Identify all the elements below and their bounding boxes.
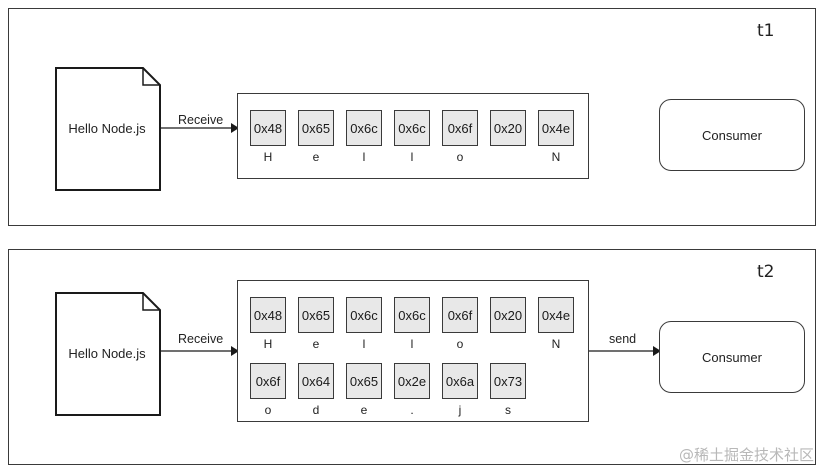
byte-cell: 0x4e N — [538, 110, 576, 164]
receive-arrow — [161, 123, 239, 133]
byte-char: o — [456, 337, 464, 351]
byte-hex: 0x6c — [346, 297, 382, 333]
byte-char: e — [312, 337, 320, 351]
document-text: Hello Node.js — [68, 121, 146, 136]
watermark: @稀土掘金技术社区 — [678, 446, 814, 464]
buffer: 0x48 H 0x65 e 0x6c l 0x6c l 0x6f o 0x20 … — [237, 93, 589, 179]
byte-hex: 0x65 — [298, 110, 334, 146]
receive-arrow — [161, 346, 239, 356]
byte-hex: 0x6c — [394, 297, 430, 333]
panel-t2: t2 Hello Node.js Receive 0x48 H 0x65 e 0… — [8, 249, 816, 465]
byte-hex: 0x6f — [442, 297, 478, 333]
byte-hex: 0x65 — [346, 363, 382, 399]
time-label: t2 — [757, 262, 775, 282]
byte-cell: 0x65 e — [346, 363, 384, 417]
byte-hex: 0x65 — [298, 297, 334, 333]
byte-cell: 0x48 H — [250, 110, 288, 164]
consumer-box: Consumer — [659, 99, 805, 171]
receive-label: Receive — [178, 113, 224, 127]
byte-char: N — [551, 150, 561, 164]
document-icon: Hello Node.js — [55, 67, 161, 191]
byte-hex: 0x48 — [250, 110, 286, 146]
byte-cell: 0x6c l — [394, 110, 432, 164]
document-icon: Hello Node.js — [55, 292, 161, 416]
document-text: Hello Node.js — [68, 346, 146, 361]
byte-hex: 0x6f — [442, 110, 478, 146]
byte-char: H — [263, 150, 273, 164]
byte-char: N — [551, 337, 561, 351]
byte-char: . — [410, 403, 414, 417]
byte-cell: 0x65 e — [298, 110, 336, 164]
byte-cell: 0x6f o — [250, 363, 288, 417]
byte-cell: 0x6c l — [346, 110, 384, 164]
byte-char: e — [312, 150, 320, 164]
byte-cell: 0x48 H — [250, 297, 288, 351]
byte-char: d — [312, 403, 320, 417]
receive-label: Receive — [178, 332, 224, 346]
byte-cell: 0x64 d — [298, 363, 336, 417]
time-label: t1 — [757, 21, 775, 41]
byte-char: o — [264, 403, 272, 417]
byte-cell: 0x65 e — [298, 297, 336, 351]
buffer: 0x48 H 0x65 e 0x6c l 0x6c l 0x6f o 0x20 … — [237, 280, 589, 422]
byte-char: e — [360, 403, 368, 417]
byte-hex: 0x6c — [346, 110, 382, 146]
byte-cell: 0x6a j — [442, 363, 480, 417]
byte-cell: 0x4e N — [538, 297, 576, 351]
byte-cell: 0x20 — [490, 110, 528, 150]
byte-cell: 0x6f o — [442, 297, 480, 351]
byte-hex: 0x4e — [538, 110, 574, 146]
byte-char: j — [458, 403, 462, 417]
send-arrow — [589, 346, 661, 356]
send-label: send — [609, 332, 637, 346]
byte-cell: 0x6c l — [346, 297, 384, 351]
byte-cell: 0x6f o — [442, 110, 480, 164]
byte-hex: 0x20 — [490, 297, 526, 333]
byte-hex: 0x6f — [250, 363, 286, 399]
byte-char: o — [456, 150, 464, 164]
byte-char: l — [362, 337, 366, 351]
byte-char: l — [410, 150, 414, 164]
byte-cell: 0x6c l — [394, 297, 432, 351]
byte-char: s — [505, 403, 511, 417]
byte-char: H — [263, 337, 273, 351]
byte-char: l — [362, 150, 366, 164]
byte-cell: 0x20 — [490, 297, 528, 337]
panel-t1: t1 Hello Node.js Receive 0x48 H 0x65 e 0… — [8, 8, 816, 226]
byte-hex: 0x6a — [442, 363, 478, 399]
byte-cell: 0x2e . — [394, 363, 432, 417]
byte-hex: 0x4e — [538, 297, 574, 333]
byte-hex: 0x6c — [394, 110, 430, 146]
byte-char: l — [410, 337, 414, 351]
byte-hex: 0x73 — [490, 363, 526, 399]
consumer-box: Consumer — [659, 321, 805, 393]
byte-cell: 0x73 s — [490, 363, 528, 417]
byte-hex: 0x64 — [298, 363, 334, 399]
byte-hex: 0x48 — [250, 297, 286, 333]
byte-hex: 0x20 — [490, 110, 526, 146]
byte-hex: 0x2e — [394, 363, 430, 399]
